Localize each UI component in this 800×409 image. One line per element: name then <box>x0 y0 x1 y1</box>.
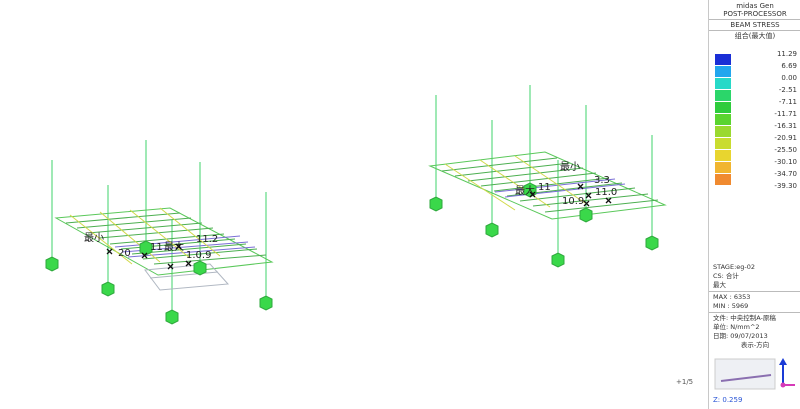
post-processor-panel: midas Gen POST-PROCESSOR BEAM STRESS 组合(… <box>708 0 800 409</box>
z-axis-arrow-icon <box>779 358 787 365</box>
legend-value: -25.50 <box>774 146 797 154</box>
divider <box>709 291 800 292</box>
min-label: 最小 <box>84 232 104 244</box>
divider <box>709 19 800 20</box>
legend-swatch <box>715 90 731 101</box>
model-canvas[interactable]: 最小 20 11 最大 11.2 1.0.9 <box>0 0 708 409</box>
model-viewport[interactable]: 最小 20 11 最大 11.2 1.0.9 <box>0 0 708 409</box>
legend-swatch <box>715 102 731 113</box>
view-direction-label: 表示-方向 <box>740 341 770 349</box>
cs-label: CS: 合计 <box>713 272 739 280</box>
program-name: midas Gen <box>736 2 774 10</box>
legend-swatch <box>715 114 731 125</box>
legend-value: -39.30 <box>774 182 797 190</box>
cursor-indicator: +1/5 <box>676 378 693 386</box>
value-label: 11.2 <box>196 234 218 245</box>
slab-grid-grey <box>144 263 230 291</box>
legend-swatch <box>715 78 731 89</box>
view-preview <box>714 358 776 390</box>
zoom-level: Z: 0.259 <box>713 396 743 404</box>
supports <box>45 240 273 325</box>
legend-swatch <box>715 54 731 65</box>
value-label: 20 <box>118 248 131 259</box>
slab-grid-yellow <box>444 155 586 211</box>
value-label: 10.9 <box>562 196 584 207</box>
origin-icon <box>780 382 786 388</box>
cross-marker <box>577 183 584 190</box>
date-label: 日期: 09/07/2013 <box>713 332 768 340</box>
legend-swatch <box>715 174 731 185</box>
value-label: 1.0.9 <box>186 250 211 261</box>
max-label: 最大 <box>515 184 535 197</box>
legend-swatch <box>715 66 731 77</box>
max-value: MAX : 6353 <box>713 293 751 301</box>
unit-label: 单位: N/mm^2 <box>713 323 760 331</box>
marker-group <box>529 183 612 207</box>
slab-grid <box>428 151 667 220</box>
min-label: 最小 <box>560 161 580 173</box>
cross-marker <box>175 243 182 250</box>
legend-value: 11.29 <box>776 50 797 58</box>
cross-marker <box>529 191 536 198</box>
legend-swatch <box>715 150 731 161</box>
legend-value: 6.69 <box>781 62 797 70</box>
legend-value: -2.51 <box>778 86 797 94</box>
cross-marker <box>583 200 590 207</box>
slab-grid-yellow <box>69 207 221 265</box>
cross-marker <box>106 248 113 255</box>
marker-group <box>106 243 192 270</box>
cross-marker <box>141 252 148 259</box>
view-model-outline <box>720 374 772 382</box>
legend-swatch <box>715 162 731 173</box>
cross-marker <box>585 192 592 199</box>
result-component: 组合(最大值) <box>734 32 776 40</box>
cross-marker <box>167 263 174 270</box>
module-name: POST-PROCESSOR <box>723 10 787 18</box>
value-label: 11.0 <box>595 187 617 198</box>
right-model: 最小 最大 11 3.3 10.9 11.0 <box>428 85 667 268</box>
legend-value: -20.91 <box>774 134 797 142</box>
min-value: MIN : 5969 <box>713 302 749 310</box>
left-model: 最小 20 11 最大 11.2 1.0.9 <box>45 140 274 325</box>
legend-swatch <box>715 138 731 149</box>
cross-marker <box>185 260 192 267</box>
legend-value: -30.10 <box>774 158 797 166</box>
legend-value: -7.11 <box>778 98 797 106</box>
legend-value: 0.00 <box>781 74 797 82</box>
max-label: 最大 <box>164 240 184 253</box>
stage-label: STAGE:eg-02 <box>713 263 755 271</box>
cross-marker <box>605 197 612 204</box>
supports <box>429 182 659 268</box>
file-name: 文件: 中央控制A-原稿 <box>713 314 776 322</box>
legend-swatch <box>715 126 731 137</box>
value-label: 11 <box>538 182 551 193</box>
legend-value: -16.31 <box>774 122 797 130</box>
value-label: 11 <box>150 242 163 253</box>
value-label: 3.3 <box>594 175 610 186</box>
divider <box>709 30 800 31</box>
legend-value: -11.71 <box>774 110 797 118</box>
divider <box>709 312 800 313</box>
axis-triad[interactable] <box>711 355 799 395</box>
color-legend: 11.29 6.69 0.00 -2.51 -7.11 -11.71 -16.31 -20.9… <box>709 42 800 192</box>
result-type: BEAM STRESS <box>730 21 780 29</box>
legend-value: -34.70 <box>774 170 797 178</box>
cs-sub-label: 最大 <box>713 281 726 289</box>
